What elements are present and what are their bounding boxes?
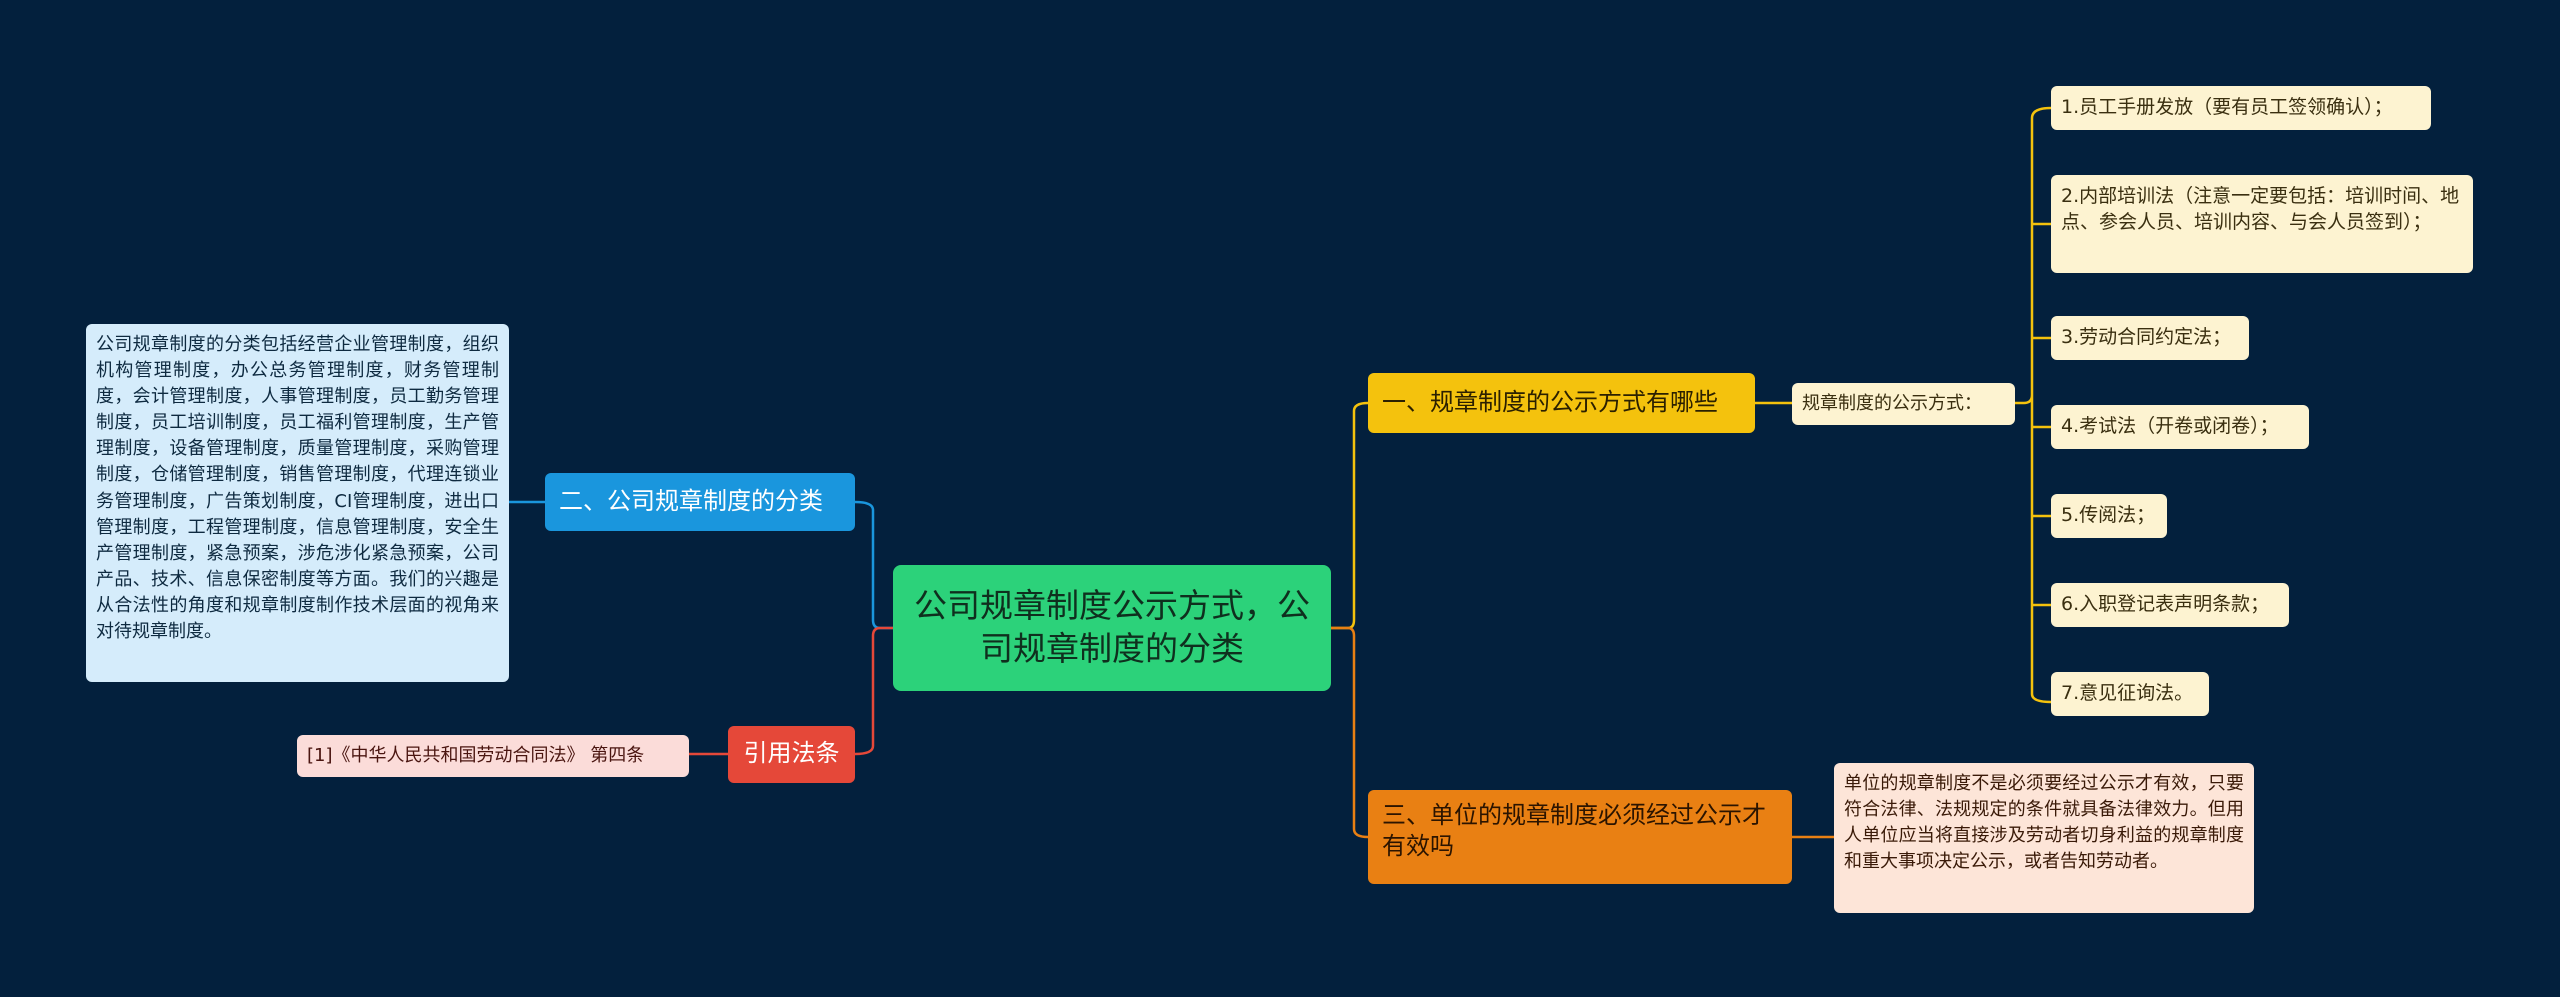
publicity-item-6[interactable]: 6.入职登记表声明条款；: [2051, 583, 2289, 627]
publicity-methods-subtitle[interactable]: 规章制度的公示方式：: [1792, 383, 2015, 425]
publicity-item-2[interactable]: 2.内部培训法（注意一定要包括：培训时间、地点、参会人员、培训内容、与会人员签到…: [2051, 175, 2473, 273]
branch-publicity-methods[interactable]: 一、规章制度的公示方式有哪些: [1368, 373, 1755, 433]
must-publicize-detail[interactable]: 单位的规章制度不是必须要经过公示才有效，只要符合法律、法规规定的条件就具备法律效…: [1834, 763, 2254, 913]
link-central-to-branch-2: [854, 500, 893, 630]
classification-detail[interactable]: 公司规章制度的分类包括经营企业管理制度，组织机构管理制度，办公总务管理制度，财务…: [86, 324, 509, 682]
branch-classification[interactable]: 二、公司规章制度的分类: [545, 473, 855, 531]
publicity-item-1[interactable]: 1.员工手册发放（要有员工签领确认）；: [2051, 86, 2431, 130]
branch-citation[interactable]: 引用法条: [728, 726, 855, 783]
citation-reference[interactable]: [1]《中华人民共和国劳动合同法》 第四条: [297, 735, 689, 777]
publicity-item-4[interactable]: 4.考试法（开卷或闭卷）；: [2051, 405, 2309, 449]
publicity-item-7[interactable]: 7.意见征询法。: [2051, 672, 2209, 716]
central-topic[interactable]: 公司规章制度公示方式，公司规章制度的分类: [893, 565, 1331, 691]
link-subtitle-to-leaves: [2015, 106, 2052, 704]
publicity-item-3[interactable]: 3.劳动合同约定法；: [2051, 316, 2249, 360]
link-central-to-branch-3: [1331, 626, 1369, 839]
link-central-to-branch-4: [854, 626, 893, 756]
branch-must-publicize[interactable]: 三、单位的规章制度必须经过公示才有效吗: [1368, 790, 1792, 884]
link-central-to-branch-1: [1331, 401, 1369, 630]
publicity-item-5[interactable]: 5.传阅法；: [2051, 494, 2167, 538]
